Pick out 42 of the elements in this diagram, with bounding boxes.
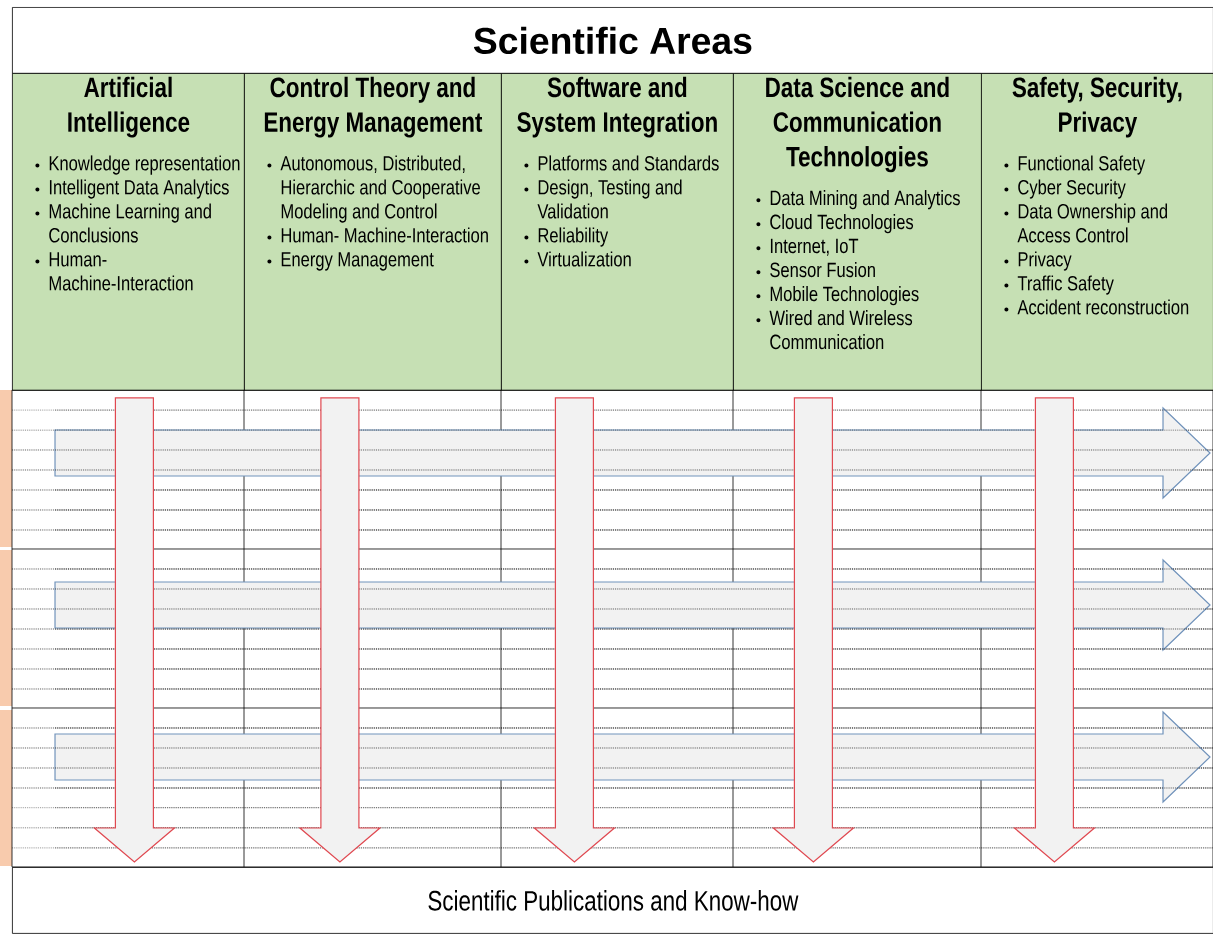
list-item: Machine Learning and Conclusions: [49, 203, 211, 243]
column-heading: Software and System Integration: [517, 76, 717, 138]
list-item: Mobile Technologies: [770, 286, 919, 306]
list-item: Cloud Technologies: [770, 214, 914, 234]
column-header-cell: [12, 73, 245, 391]
list-item: Human- Machine-Interaction: [281, 227, 488, 243]
list-item: Virtualization: [537, 251, 631, 267]
column-header-cell: [244, 73, 502, 391]
column-header-cell: [501, 73, 734, 391]
list-item: Design, Testing and Validation: [537, 179, 682, 219]
list-item: Internet, IoT: [770, 238, 859, 256]
side-bar: [0, 710, 12, 866]
down-arrow: [532, 397, 617, 863]
list-item: Data Ownership and Access Control: [1017, 203, 1168, 243]
list-item: Intelligent Data Analytics: [49, 179, 229, 199]
footer-box: Scientific Publications and Know-how: [12, 867, 1213, 934]
list-item: Functional Safety: [1018, 155, 1146, 175]
column-heading: Control Theory and Energy Management: [264, 76, 483, 138]
down-arrow: [1012, 397, 1097, 863]
side-bar: [0, 390, 12, 547]
list-item: Data Mining and Analytics: [770, 190, 960, 210]
list-item: Human- Machine-Interaction: [49, 252, 193, 291]
list-item: Sensor Fusion: [770, 262, 875, 278]
list-item: Energy Management: [281, 252, 434, 271]
list-item: Accident reconstruction: [1017, 299, 1189, 315]
down-arrow: [92, 397, 177, 863]
column-header-cell: [981, 73, 1213, 391]
down-arrow: [771, 397, 856, 863]
down-arrow: [298, 397, 382, 863]
list-item: Platforms and Standards: [538, 155, 719, 171]
list-item: Autonomous, Distributed, Hierarchic and Cooperative Modeling and Control: [280, 155, 480, 223]
list-item: Knowledge representation: [49, 155, 240, 175]
column-heading: Artificial Intelligence: [68, 76, 190, 138]
column-heading: Safety, Security, Privacy: [1012, 76, 1182, 138]
list-item: Cyber Security: [1018, 179, 1126, 199]
list-item: Traffic Safety: [1017, 275, 1114, 295]
list-item: Privacy: [1018, 251, 1072, 271]
side-bar: [0, 550, 12, 706]
list-item: Reliability: [538, 227, 609, 247]
list-item: Wired and Wireless Communication: [769, 310, 913, 350]
column-heading: Data Science and Communication Technologies: [766, 76, 949, 173]
column-header-cell: [733, 73, 982, 391]
